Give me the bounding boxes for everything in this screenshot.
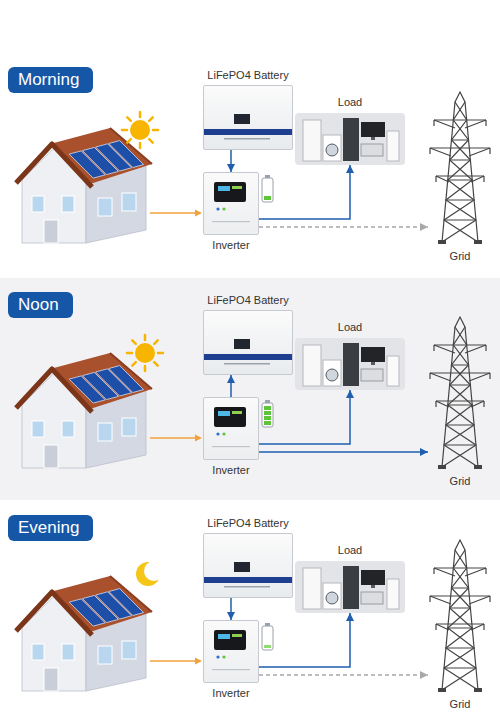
charge-bar bbox=[264, 406, 271, 410]
device-label: Load bbox=[338, 96, 362, 109]
device-label: Inverter bbox=[212, 464, 249, 477]
device-label: Grid bbox=[450, 698, 471, 711]
inverter-box: Inverter bbox=[203, 172, 259, 235]
house-drawing bbox=[16, 128, 152, 243]
charge-indicator bbox=[262, 400, 273, 427]
charge-indicator bbox=[262, 623, 273, 650]
charge-indicator bbox=[262, 175, 273, 202]
house-drawing bbox=[16, 353, 152, 468]
charge-bar bbox=[264, 196, 271, 200]
panel-heading: Morning bbox=[8, 67, 93, 93]
device-label: Grid bbox=[450, 250, 471, 263]
battery-art bbox=[204, 311, 292, 374]
time-of-day-panel: MorningLiFePO4 BatteryInverterLoadGrid bbox=[0, 58, 500, 272]
panel-heading: Evening bbox=[8, 515, 93, 541]
device-label: Grid bbox=[450, 475, 471, 488]
flow-arrow bbox=[259, 226, 428, 228]
morning-art bbox=[16, 112, 273, 243]
battery-box: LiFePO4 Battery bbox=[203, 310, 293, 375]
inverter-box: Inverter bbox=[203, 620, 259, 683]
device-label: Inverter bbox=[212, 687, 249, 700]
sun-icon bbox=[122, 112, 158, 148]
panel-heading: Noon bbox=[8, 292, 73, 318]
inverter-art bbox=[204, 173, 258, 234]
inverter-art bbox=[204, 621, 258, 682]
inverter-art bbox=[204, 398, 258, 459]
sun-icon bbox=[127, 335, 163, 371]
solar-flow-arrow bbox=[150, 658, 202, 665]
solar-flow-arrow bbox=[150, 210, 202, 217]
solar-flow-arrow bbox=[150, 435, 202, 442]
time-of-day-panel: NoonLiFePO4 BatteryInverterLoadGrid bbox=[0, 283, 500, 500]
battery-box: LiFePO4 Battery bbox=[203, 85, 293, 150]
time-of-day-panel: EveningLiFePO4 BatteryInverterLoadGrid bbox=[0, 506, 500, 720]
grid-tower: Grid bbox=[428, 315, 492, 470]
grid-art bbox=[428, 538, 492, 693]
charge-bar bbox=[264, 411, 271, 415]
house-drawing bbox=[16, 576, 152, 691]
device-label: LiFePO4 Battery bbox=[207, 69, 288, 82]
charge-bar bbox=[264, 421, 271, 425]
flow-arrow bbox=[259, 390, 350, 444]
load-art bbox=[295, 113, 405, 165]
noon-band bbox=[0, 278, 500, 500]
device-label: Inverter bbox=[212, 239, 249, 252]
device-label: Load bbox=[338, 321, 362, 334]
flow-arrow bbox=[259, 165, 350, 219]
flow-arrow bbox=[259, 613, 350, 667]
load-art bbox=[295, 338, 405, 390]
moon-icon bbox=[136, 561, 164, 586]
battery-art bbox=[204, 86, 292, 149]
grid-art bbox=[428, 315, 492, 470]
battery-box: LiFePO4 Battery bbox=[203, 533, 293, 598]
flow-arrow bbox=[230, 375, 232, 397]
flow-arrow bbox=[230, 598, 232, 620]
load-art bbox=[295, 561, 405, 613]
inverter-box: Inverter bbox=[203, 397, 259, 460]
evening-art bbox=[16, 561, 273, 691]
load-box: Load bbox=[295, 338, 405, 390]
noon-art bbox=[16, 335, 273, 468]
device-label: Load bbox=[338, 544, 362, 557]
flow-arrow bbox=[230, 150, 232, 172]
grid-tower: Grid bbox=[428, 538, 492, 693]
battery-art bbox=[204, 534, 292, 597]
flow-arrow bbox=[259, 451, 428, 453]
load-box: Load bbox=[295, 561, 405, 613]
device-label: LiFePO4 Battery bbox=[207, 517, 288, 530]
charge-bar bbox=[264, 416, 271, 420]
load-box: Load bbox=[295, 113, 405, 165]
charge-bar bbox=[264, 645, 271, 648]
device-label: LiFePO4 Battery bbox=[207, 294, 288, 307]
flow-arrow bbox=[259, 674, 428, 676]
grid-tower: Grid bbox=[428, 90, 492, 245]
grid-art bbox=[428, 90, 492, 245]
